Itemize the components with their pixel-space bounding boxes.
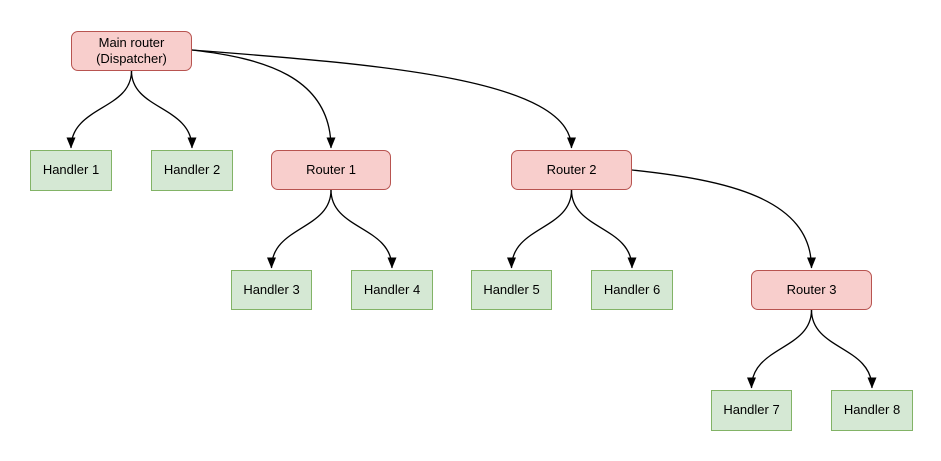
node-router-1: Router 1 xyxy=(271,150,391,190)
edge-main-router-to-router-2 xyxy=(191,49,576,149)
edge-router-1-to-handler-3 xyxy=(267,189,332,269)
node-handler-6: Handler 6 xyxy=(591,270,673,310)
node-handler-4: Handler 4 xyxy=(351,270,433,310)
edge-main-router-to-handler-1 xyxy=(66,70,133,149)
node-handler-2: Handler 2 xyxy=(151,150,233,191)
node-handler-3: Handler 3 xyxy=(231,270,312,310)
edge-router-2-to-handler-6 xyxy=(570,189,637,269)
edge-main-router-to-router-1 xyxy=(191,49,336,149)
edge-main-router-to-handler-2 xyxy=(130,70,197,149)
node-handler-5: Handler 5 xyxy=(471,270,552,310)
edge-router-1-to-handler-4 xyxy=(330,189,397,269)
edge-router-3-to-handler-8 xyxy=(810,309,877,389)
node-main-router: Main router (Dispatcher) xyxy=(71,31,192,71)
node-handler-7: Handler 7 xyxy=(711,390,792,431)
edge-router-2-to-handler-5 xyxy=(507,189,573,269)
edge-router-3-to-handler-7 xyxy=(747,309,813,389)
node-handler-1: Handler 1 xyxy=(30,150,112,191)
node-router-2: Router 2 xyxy=(511,150,632,190)
node-router-3: Router 3 xyxy=(751,270,872,310)
edge-router-2-to-router-3 xyxy=(631,169,816,269)
node-handler-8: Handler 8 xyxy=(831,390,913,431)
